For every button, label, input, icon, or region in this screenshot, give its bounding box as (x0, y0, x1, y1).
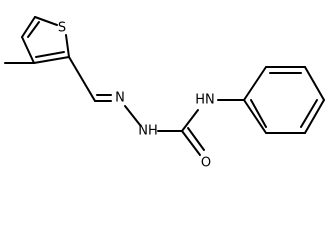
phenyl-ring (243, 66, 325, 134)
bond-carbonyl-nh (181, 109, 199, 132)
bond-c1-c4 (21, 36, 35, 64)
bond-s1-c2 (65, 34, 70, 58)
bond-c3-c4-inner (27, 21, 40, 38)
bond-n-n (124, 105, 141, 126)
thiophene-ring: S (21, 16, 70, 64)
semicarbazide-core: NH O HN (138, 93, 245, 171)
bond-carbonyl-o-b (187, 127, 205, 151)
bond-carbonyl-o-a (181, 130, 201, 156)
hydrazide-nh-label: NH (138, 124, 158, 139)
sulfur-atom-label: S (58, 21, 66, 36)
bond-c2-ch (68, 56, 96, 102)
bond-ph-1-2 (243, 66, 267, 101)
carbonyl-oxygen-label: O (201, 156, 211, 171)
bond-c2-c1-inner (35, 51, 65, 58)
bond-ph-4-5-inner (300, 99, 318, 128)
chemical-structure-diagram: S N NH O HN (4, 16, 325, 171)
bond-c3-s1 (34, 16, 58, 26)
bond-c3-c4 (21, 16, 36, 38)
bond-ph-6-1-inner (250, 99, 267, 128)
bond-ph-3-4 (304, 66, 325, 101)
imine-nitrogen-label: N (115, 91, 125, 106)
amide-hn-label: HN (195, 93, 215, 108)
bond-c2-c1 (33, 56, 70, 64)
bond-ph-4-5 (304, 99, 325, 134)
bond-ph-6-1 (243, 99, 267, 134)
azomethine-linker: N (68, 56, 141, 126)
